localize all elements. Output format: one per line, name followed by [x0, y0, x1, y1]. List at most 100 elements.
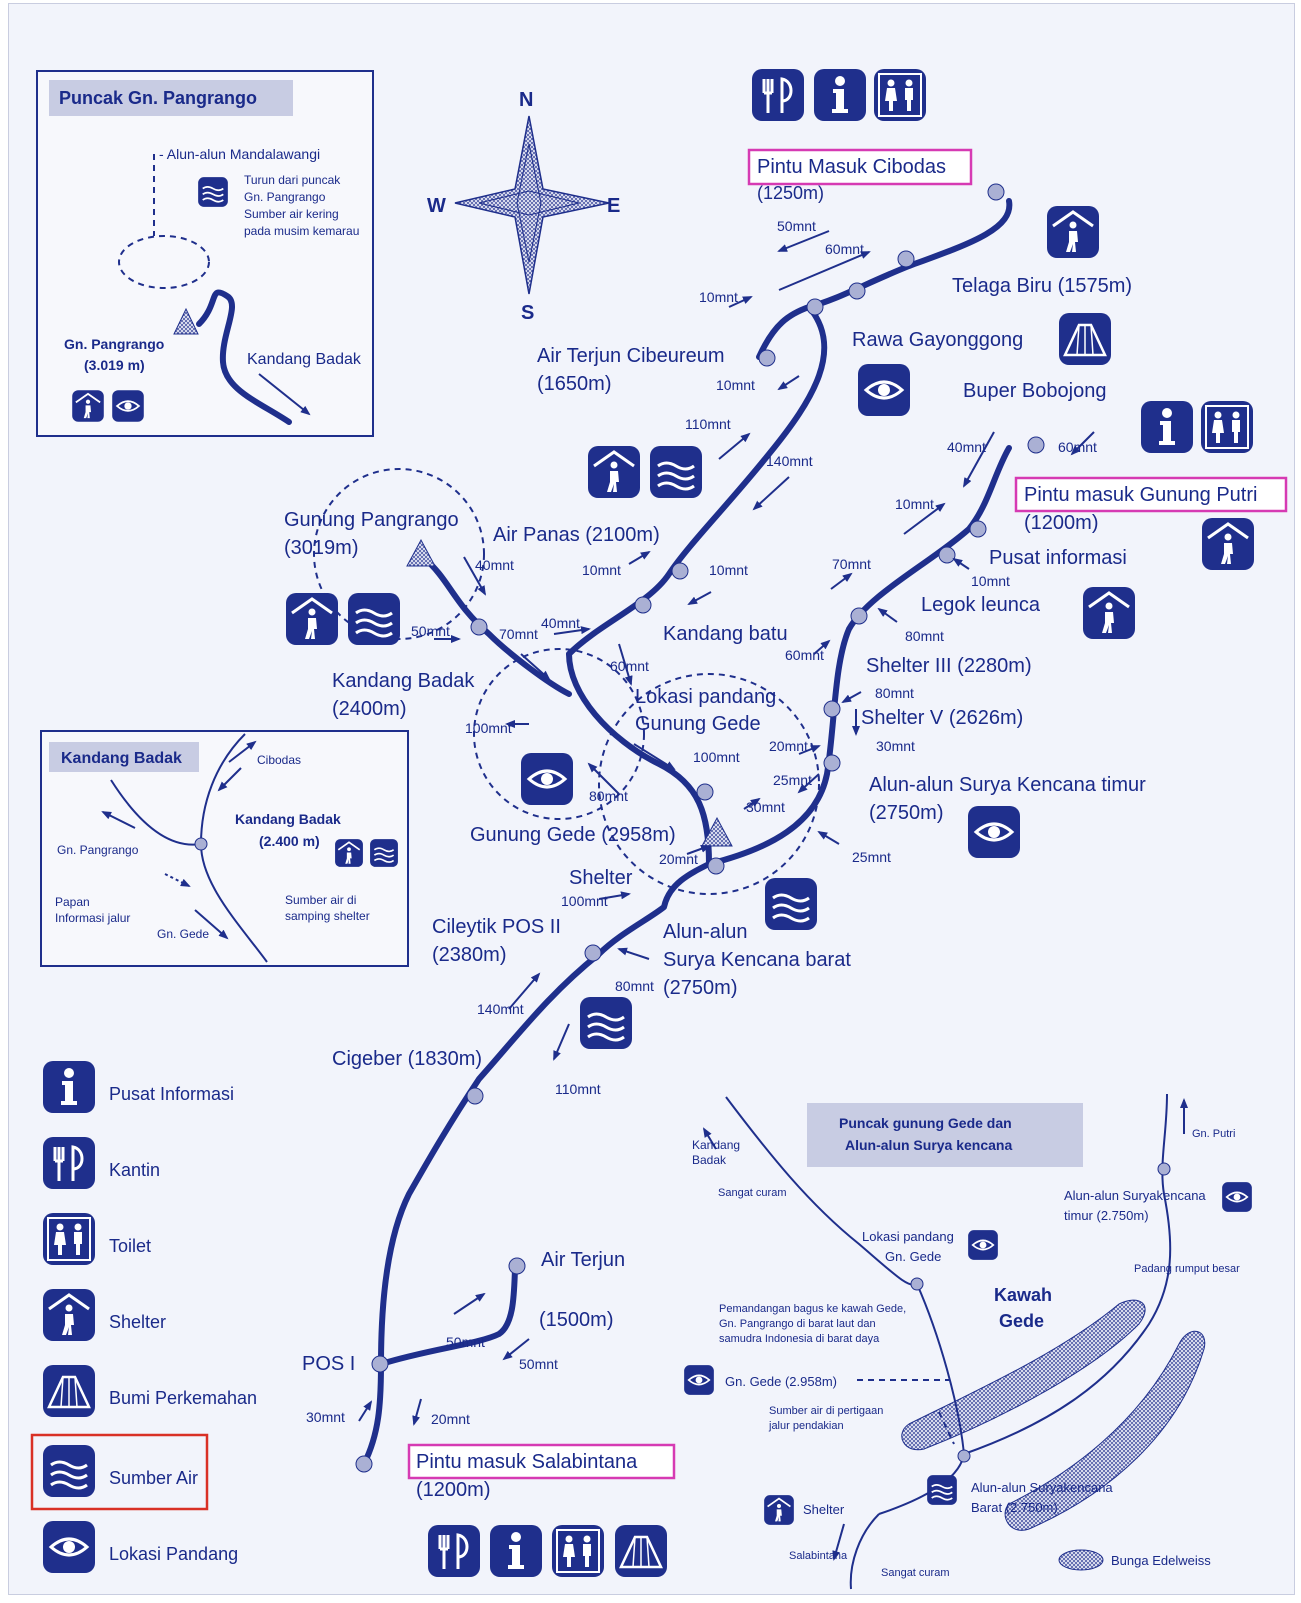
highlight-gunung-putri	[1014, 476, 1288, 513]
legend-toilet-icon	[42, 1212, 96, 1266]
toilet-icon	[1200, 400, 1254, 454]
time-label: 10mnt	[582, 562, 621, 578]
label-air-panas: Air Panas (2100m)	[493, 524, 660, 546]
label-kandang-badak: Kandang Badak	[332, 670, 475, 692]
shelter-icon	[586, 444, 642, 500]
shelter-icon	[71, 389, 105, 423]
label-air-terjun-alt: (1500m)	[539, 1309, 613, 1331]
label-pusat-informasi: Pusat informasi	[989, 547, 1127, 569]
trail-nodes	[355, 183, 1045, 1473]
viewpoint-icon	[111, 389, 145, 423]
time-label: 110mnt	[555, 1081, 601, 1097]
time-label: 60mnt	[785, 647, 824, 663]
time-label: 60mnt	[610, 658, 649, 674]
legend-label: Pusat Informasi	[109, 1084, 234, 1104]
compass-east: E	[607, 195, 620, 217]
time-label: 20mnt	[769, 738, 808, 754]
time-label: 60mnt	[1058, 439, 1097, 455]
inset-gede-curam: Sangat curam	[718, 1187, 786, 1199]
inset-gede-alun-barat: Alun-alun Suryakencana	[971, 1480, 1113, 1495]
label-alun-barat-alt: (2750m)	[663, 977, 737, 999]
inset-gede-shelter: Shelter	[803, 1502, 845, 1517]
place-labels: Pintu Masuk Cibodas (1250m) Telaga Biru …	[284, 156, 1257, 1501]
label-cibodas-alt: (1250m)	[757, 183, 824, 203]
label-cigeber: Cigeber (1830m)	[332, 1048, 482, 1070]
inset-gede-alun-timur: timur (2.750m)	[1064, 1208, 1149, 1223]
label-alun-timur: Alun-alun Surya Kencana timur	[869, 774, 1146, 796]
inset-pangrango-note: Gn. Pangrango	[244, 190, 326, 204]
shelter-icon	[763, 1494, 795, 1526]
label-kandang-badak-alt: (2400m)	[332, 698, 406, 720]
toilet-icon	[551, 1524, 605, 1578]
time-label: 30mnt	[876, 738, 915, 754]
time-label: 40mnt	[947, 439, 986, 455]
time-label: 30mnt	[746, 799, 785, 815]
compass-rose: N S E W	[427, 89, 620, 324]
time-label: 100mnt	[465, 720, 512, 736]
viewpoint-icon	[966, 804, 1022, 860]
inset-gede-note: Gn. Pangrango di barat laut dan	[719, 1318, 876, 1330]
inset-gede-lokasi: Gn. Gede	[885, 1249, 941, 1264]
inset-pangrango-peak: Gn. Pangrango	[64, 336, 164, 352]
inset-kandang-pangrango: Gn. Pangrango	[57, 843, 139, 857]
label-gunung-putri-alt: (1200m)	[1024, 512, 1098, 534]
inset-kandang-name: Kandang Badak	[235, 811, 341, 827]
inset-gede-salabintana: Salabintana	[789, 1550, 848, 1562]
viewpoint-icon	[683, 1364, 715, 1396]
label-air-terjun: Air Terjun	[541, 1249, 625, 1271]
time-label: 50mnt	[411, 623, 450, 639]
time-label: 80mnt	[905, 628, 944, 644]
highlight-salabintana	[407, 1443, 676, 1480]
inset-gede: Puncak gunung Gede dan Alun-alun Surya k…	[683, 1093, 1253, 1590]
inset-pangrango-alt: (3.019 m)	[84, 357, 145, 373]
edelweiss-icon	[1058, 1549, 1104, 1571]
time-labels: 50mnt 60mnt 10mnt 10mnt 110mnt 140mnt 40…	[306, 218, 1097, 1427]
viewpoint-icon	[519, 751, 575, 807]
inset-pangrango-note: Sumber air kering	[244, 207, 339, 221]
label-kandang-batu: Kandang batu	[663, 623, 788, 645]
legend-label: Shelter	[109, 1312, 166, 1332]
label-alun-timur-alt: (2750m)	[869, 802, 943, 824]
peak-marker-icon	[173, 307, 199, 335]
label-shelter: Shelter	[569, 867, 633, 889]
camp-icon	[613, 1523, 669, 1579]
label-salabintana: Pintu masuk Salabintana	[416, 1451, 638, 1473]
water-icon	[197, 176, 229, 208]
inset-gede-sumber: Sumber air di pertigaan	[769, 1405, 883, 1417]
inset-gede-title: Puncak gunung Gede dan	[839, 1115, 1012, 1131]
legend-label: Sumber Air	[109, 1468, 198, 1488]
inset-gede-edelweiss: Bunga Edelweiss	[1111, 1553, 1211, 1568]
compass-north: N	[519, 89, 533, 111]
inset-gede-sumber: jalur pendakian	[768, 1420, 844, 1432]
label-cibeureum: Air Terjun Cibeureum	[537, 345, 725, 367]
water-icon	[926, 1474, 958, 1506]
shelter-icon	[1045, 204, 1101, 260]
compass-west: W	[427, 195, 446, 217]
water-icon	[648, 444, 704, 500]
inset-gede-note: samudra Indonesia di barat daya	[719, 1333, 880, 1345]
inset-gede-lokasi: Lokasi pandang	[862, 1229, 954, 1244]
time-label: 20mnt	[431, 1411, 470, 1427]
time-label: 100mnt	[561, 893, 608, 909]
label-cileytik: Cileytik POS II	[432, 916, 561, 938]
time-label: 25mnt	[773, 772, 812, 788]
time-label: 50mnt	[446, 1334, 485, 1350]
time-label: 50mnt	[519, 1356, 558, 1372]
legend-highlight	[30, 1433, 209, 1511]
inset-gede-peak: Gn. Gede (2.958m)	[725, 1374, 837, 1389]
inset-gede-kawah: Kawah	[994, 1285, 1052, 1305]
info-icon	[814, 69, 866, 121]
inset-kandang-sumber: Sumber air di	[285, 893, 356, 907]
peak-marker-icon	[406, 538, 436, 567]
viewpoint-icon	[856, 362, 912, 418]
time-label: 10mnt	[716, 377, 755, 393]
legend-label: Lokasi Pandang	[109, 1544, 238, 1564]
inset-gede-kandang: Badak	[692, 1153, 727, 1167]
legend-label: Kantin	[109, 1160, 160, 1180]
time-label: 80mnt	[589, 788, 628, 804]
label-telaga-biru: Telaga Biru (1575m)	[952, 275, 1132, 297]
legend-label: Toilet	[109, 1236, 151, 1256]
time-label: 40mnt	[541, 615, 580, 631]
label-pangrango: Gunung Pangrango	[284, 509, 459, 531]
inset-gede-alun-timur: Alun-alun Suryakencana	[1064, 1188, 1206, 1203]
